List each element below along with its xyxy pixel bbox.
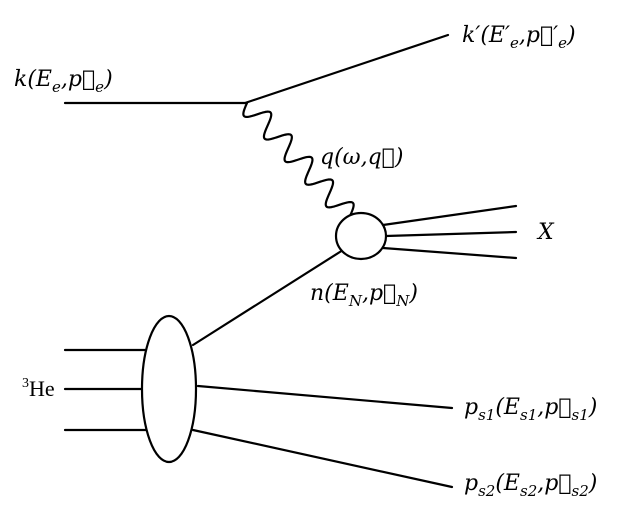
hadron-line-bottom xyxy=(381,246,518,260)
incoming-electron-label: k(Ee,p⃗e) xyxy=(14,67,113,96)
outgoing-electron-label: k′(E′e,p⃗′e) xyxy=(462,23,576,52)
spectator-1-label: ps1(Es1,p⃗s1) xyxy=(464,395,597,424)
spectator-2-label: ps2(Es2,p⃗s2) xyxy=(464,471,597,500)
hadronic-final-state-label: X xyxy=(536,220,555,245)
outgoing-electron-line xyxy=(243,33,450,105)
spectator-2-line xyxy=(191,428,454,489)
hadron-line-top xyxy=(381,204,518,227)
virtual-photon-label: q(ω,q⃗) xyxy=(320,145,403,170)
interaction-vertex-blob xyxy=(334,211,388,261)
helium-nucleus-blob xyxy=(140,314,198,464)
neutron-label: n(EN,p⃗N) xyxy=(310,281,418,310)
virtual-photon-line xyxy=(242,101,355,218)
hadron-line-mid xyxy=(384,230,518,238)
helium-3-label: 3He xyxy=(22,376,55,401)
spectator-1-line xyxy=(196,384,454,410)
neutron-line xyxy=(191,248,345,347)
